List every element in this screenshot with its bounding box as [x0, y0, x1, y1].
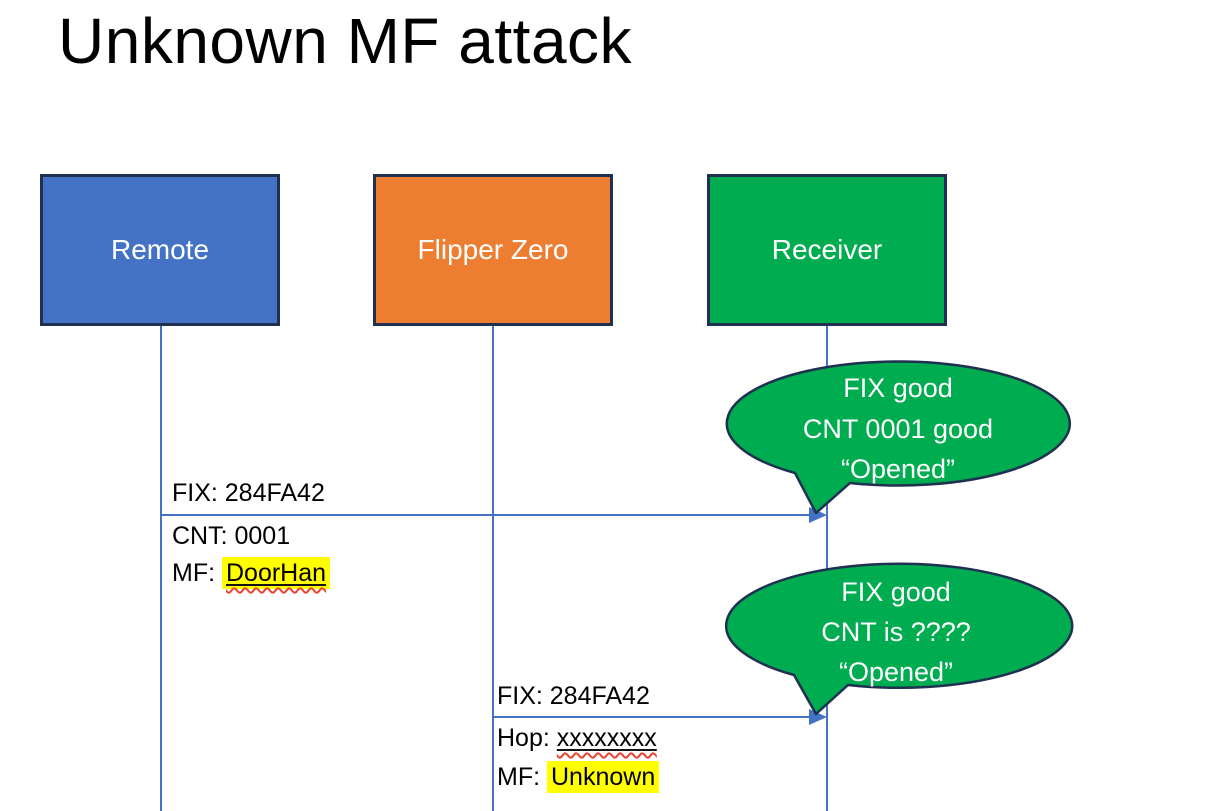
callout-1-shape [725, 360, 1071, 515]
message-2-arrow-head [809, 709, 827, 725]
message-2-mf-highlight: Unknown [547, 761, 660, 793]
actor-box-receiver: Receiver [707, 174, 947, 326]
message-1-line-cnt: CNT: 0001 [172, 522, 291, 550]
actor-label-flipper-zero: Flipper Zero [417, 234, 569, 265]
callout-bubble-2: FIX good CNT is ???? “Opened” [725, 562, 1074, 716]
message-1-arrow-line [161, 514, 809, 516]
actor-box-remote: Remote [40, 174, 280, 326]
message-1-line-fix: FIX: 284FA42 [172, 479, 325, 507]
message-2-mf-prefix: MF: [497, 763, 547, 791]
callout-bubble-1: FIX good CNT 0001 good “Opened” [725, 360, 1071, 515]
callout-1-line-2: CNT 0001 good [803, 414, 993, 444]
actor-label-remote: Remote [110, 234, 210, 265]
callout-2-shape [725, 562, 1074, 716]
page-title: Unknown MF attack [58, 5, 633, 77]
message-1-arrow-head [809, 507, 827, 523]
actor-label-receiver: Receiver [771, 234, 883, 265]
callout-2-line-3: “Opened” [839, 657, 953, 687]
message-2-mf-value: Unknown [551, 763, 656, 791]
message-2-line-fix: FIX: 284FA42 [497, 682, 650, 710]
callout-1-line-3: “Opened” [841, 454, 955, 484]
message-2-line-hop: Hop: xxxxxxxx [497, 723, 657, 754]
callout-2-line-2: CNT is ???? [821, 617, 971, 647]
callout-2-line-1: FIX good [841, 577, 951, 607]
callout-1-line-1: FIX good [843, 373, 953, 403]
lifeline-flipper-zero [492, 326, 494, 811]
actor-box-flipper-zero: Flipper Zero [373, 174, 613, 326]
message-2-hop-underline: xxxxxxxx [557, 724, 657, 752]
message-2-hop-prefix: Hop: [497, 724, 557, 752]
lifeline-remote [160, 326, 162, 811]
message-2-hop-value: xxxxxxxx [556, 724, 657, 752]
message-1-mf-highlight: DoorHan [222, 557, 331, 589]
message-2-line-mf: MF: Unknown [497, 761, 660, 793]
message-1-line-mf: MF: DoorHan [172, 557, 331, 589]
message-1-mf-underline: DoorHan [226, 559, 326, 587]
message-1-mf-value: DoorHan [226, 559, 327, 587]
message-1-mf-prefix: MF: [172, 559, 222, 587]
message-2-arrow-line [493, 716, 809, 718]
